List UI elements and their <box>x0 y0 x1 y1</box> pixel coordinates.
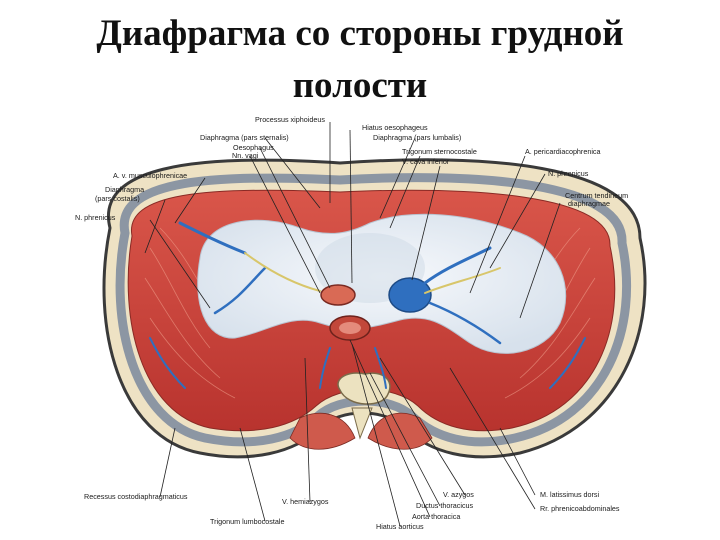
label-diaphragma-costalis-2: (pars costalis) <box>95 194 140 203</box>
diaphragm-illustration: Processus xiphoideus Hiatus oesophageus … <box>75 115 647 531</box>
label-v-cava-inferior: V. cava inferior <box>402 157 450 166</box>
label-v-azygos: V. azygos <box>443 490 474 499</box>
rib-margin <box>115 173 632 447</box>
back-muscles <box>289 412 433 450</box>
label-recessus: Recessus costodiaphragmaticus <box>84 492 188 501</box>
label-ductus-thoracicus: Ductus thoracicus <box>416 501 474 510</box>
spinous-process <box>351 407 373 440</box>
label-a-pericardiacophrenica: A. pericardiacophrenica <box>525 147 601 156</box>
page-title-line-1: Диафрагма со стороны грудной <box>96 13 624 54</box>
oesophagus-shape <box>320 284 356 306</box>
label-trigonum-lumbocostale: Trigonum lumbocostale <box>210 517 284 526</box>
label-diaphragma-lumbalis: Diaphragma (pars lumbalis) <box>373 133 461 142</box>
label-rr-phrenicoabdominales: Rr. phrenicoabdominales <box>540 504 620 513</box>
label-diaphragma-costalis-1: Diaphragma <box>105 185 144 194</box>
label-processus-xiphoideus: Processus xiphoideus <box>255 115 325 124</box>
label-hiatus-oesophageus: Hiatus oesophageus <box>362 123 428 132</box>
vessels-and-nerves <box>149 221 586 389</box>
label-centrum-tendineum-2: diaphragmae <box>568 199 610 208</box>
label-centrum-tendineum-1: Centrum tendineum <box>565 191 628 200</box>
label-trigonum-sternocostale: Trigonum sternocostale <box>402 147 477 156</box>
label-a-v-musculophrenicae: A. v. musculophrenicae <box>113 171 187 180</box>
label-nn-vagi: Nn. vagi <box>232 151 259 160</box>
label-oesophagus: Oesophagus <box>233 143 274 152</box>
label-aorta-thoracica: Aorta thoracica <box>412 512 460 521</box>
aorta-lumen <box>339 322 361 334</box>
label-n-phrenicus-right: N. phrenicus <box>548 169 589 178</box>
label-diaphragma-sternalis: Diaphragma (pars sternalis) <box>200 133 289 142</box>
leader-lines <box>144 122 561 527</box>
label-m-latissimus: M. latissimus dorsi <box>540 490 600 499</box>
label-hiatus-aorticus: Hiatus aorticus <box>376 522 424 531</box>
page-title-line-2: полости <box>292 65 428 106</box>
label-n-phrenicus-left: N. phrenicus <box>75 213 116 222</box>
v-cava-inferior-shape <box>388 277 432 313</box>
label-v-hemiazygos: V. hemiazygos <box>282 497 329 506</box>
